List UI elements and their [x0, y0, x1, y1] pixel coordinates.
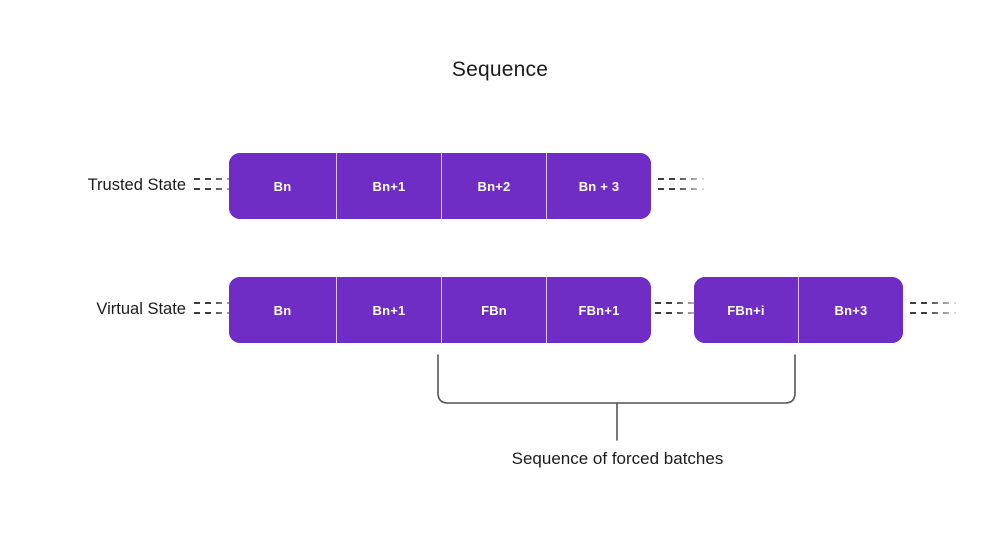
dashed-connector-virtual-left — [194, 302, 240, 318]
virtual-state-block-bar-second: FBn+i Bn+3 — [694, 277, 903, 343]
dashed-connector-virtual-middle — [655, 302, 701, 318]
dashed-connector-trusted-left — [194, 178, 240, 194]
dashed-line-upper — [655, 302, 701, 304]
dashed-connector-virtual-right — [910, 302, 956, 318]
trusted-state-block-bar: Bn Bn+1 Bn+2 Bn + 3 — [229, 153, 651, 219]
block-cell[interactable]: FBn+i — [694, 277, 798, 343]
bracket-caption: Sequence of forced batches — [511, 449, 724, 468]
dashed-line-upper — [910, 302, 956, 304]
block-cell[interactable]: Bn+3 — [798, 277, 903, 343]
dashed-line-upper — [194, 178, 240, 180]
virtual-state-block-bar-first: Bn Bn+1 FBn FBn+1 — [229, 277, 651, 343]
block-cell[interactable]: Bn + 3 — [546, 153, 651, 219]
dashed-connector-trusted-right — [658, 178, 704, 194]
dashed-line-lower — [194, 188, 240, 190]
dashed-line-lower — [194, 312, 240, 314]
diagram-title: Sequence — [451, 58, 549, 81]
block-cell[interactable]: Bn — [229, 277, 336, 343]
row-label-trusted-state: Trusted State — [87, 176, 186, 194]
block-cell[interactable]: Bn — [229, 153, 336, 219]
dashed-line-lower — [910, 312, 956, 314]
block-cell[interactable]: Bn+2 — [441, 153, 546, 219]
bracket-shape — [437, 354, 796, 441]
block-cell[interactable]: Bn+1 — [336, 277, 441, 343]
forced-batches-bracket — [430, 350, 805, 445]
dashed-line-lower — [655, 312, 701, 314]
dashed-line-upper — [194, 302, 240, 304]
block-cell[interactable]: FBn+1 — [546, 277, 651, 343]
row-label-virtual-state: Virtual State — [96, 300, 186, 318]
block-cell[interactable]: FBn — [441, 277, 546, 343]
block-cell[interactable]: Bn+1 — [336, 153, 441, 219]
dashed-line-lower — [658, 188, 704, 190]
dashed-line-upper — [658, 178, 704, 180]
